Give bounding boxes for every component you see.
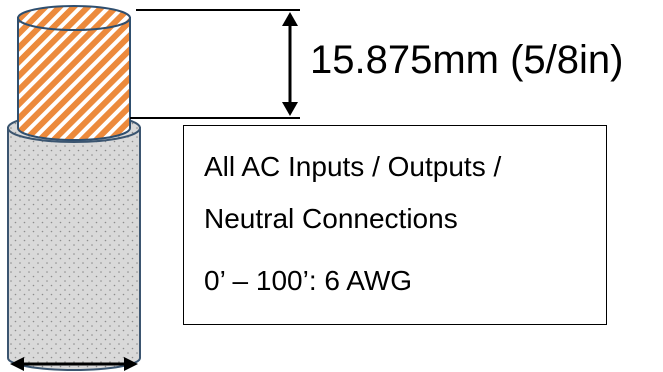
horizontal-dimension-arrow: [10, 357, 138, 371]
spec-box: All AC Inputs / Outputs / Neutral Connec…: [183, 125, 607, 325]
vertical-dimension-arrow: [282, 12, 298, 116]
spec-line-gauge: 0’ – 100’: 6 AWG: [204, 265, 413, 296]
conductor-core: [17, 5, 131, 141]
dimension-label: 15.875mm (5/8in): [310, 38, 624, 82]
spec-line-neutral: Neutral Connections: [204, 203, 458, 234]
insulation-jacket: [7, 113, 141, 371]
spec-line-connections: All AC Inputs / Outputs /: [204, 151, 502, 182]
